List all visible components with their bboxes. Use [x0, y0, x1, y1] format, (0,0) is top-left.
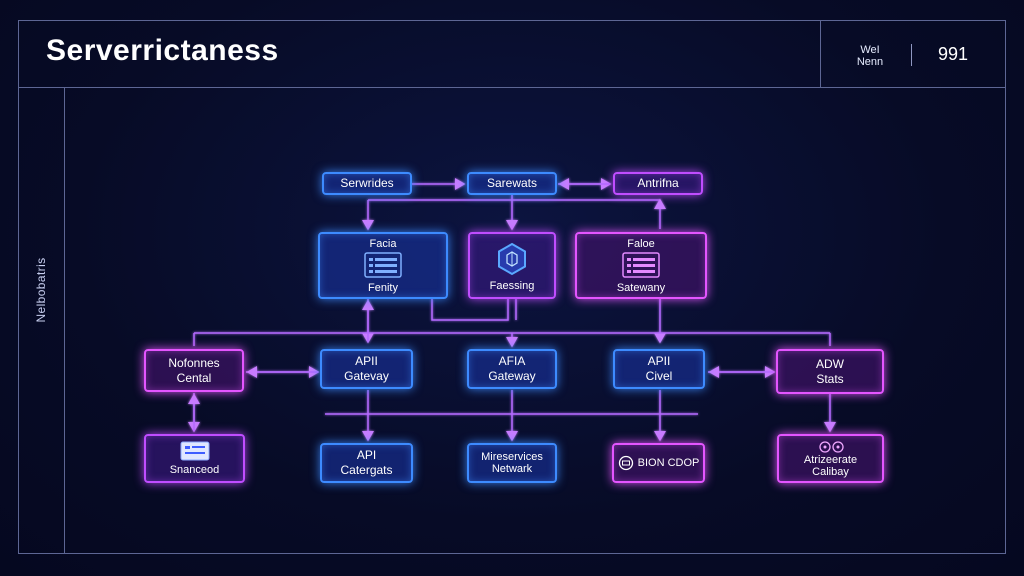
- header-divider-small: [911, 44, 912, 66]
- node-atrizeerate-line2: Calibay: [812, 465, 849, 478]
- node-facia-subtitle: Fenity: [368, 281, 398, 294]
- node-faessing-label: Faessing: [489, 279, 535, 292]
- node-afia-gateway-line2: Gateway: [488, 369, 536, 383]
- node-faloe-subtitle: Satewany: [616, 281, 666, 294]
- list-panel-icon: [622, 251, 660, 278]
- node-sarewats-label: Sarewats: [486, 176, 538, 190]
- node-afia-gateway[interactable]: AFIA Gateway: [467, 349, 557, 389]
- node-api-catergats-line1: API: [356, 448, 377, 462]
- node-api-catergats-line2: Catergats: [340, 463, 393, 477]
- node-adw-stats[interactable]: ADW Stats: [776, 349, 884, 394]
- hexagon-cube-icon: [498, 242, 526, 275]
- header-meta: WeI Nenn: [848, 44, 892, 68]
- node-nofonnes-line1: Nofonnes: [168, 355, 220, 370]
- node-apii-gatevay-line1: APII: [355, 354, 378, 368]
- node-adw-stats-line1: ADW: [816, 356, 844, 371]
- sidebar-divider: [64, 88, 65, 554]
- node-antrifna[interactable]: Antrifna: [613, 172, 703, 195]
- node-apii-civel-line2: Civel: [645, 369, 673, 383]
- node-bion-cdop-label: BION CDOP: [637, 457, 700, 469]
- node-mireservices-line1: Mireservices: [481, 451, 543, 463]
- document-icon: [180, 441, 209, 461]
- header-meta-line1: WeI: [860, 44, 880, 56]
- node-serwrides-label: Serwrides: [340, 176, 394, 190]
- node-bion-cdop[interactable]: BION CDOP: [612, 443, 705, 483]
- node-antrifna-label: Antrifna: [637, 176, 679, 190]
- node-api-catergats[interactable]: API Catergats: [320, 443, 413, 483]
- node-snanceod-label: Snanceod: [169, 464, 220, 476]
- node-faloe-title: Faloe: [627, 237, 655, 250]
- node-adw-stats-line2: Stats: [816, 371, 844, 386]
- node-faessing[interactable]: Faessing: [468, 232, 556, 299]
- search-badge-icon: [618, 455, 633, 471]
- node-apii-gatevay[interactable]: APII Gatevay: [320, 349, 413, 389]
- node-atrizeerate-line1: Atrizeerate: [803, 453, 858, 466]
- node-snanceod[interactable]: Snanceod: [144, 434, 245, 483]
- node-apii-gatevay-line2: Gatevay: [344, 369, 389, 383]
- node-faloe[interactable]: Faloe Satewany: [575, 232, 707, 299]
- node-apii-civel-line1: APII: [647, 354, 671, 368]
- outer-frame: [18, 20, 1006, 554]
- edge-facia-faessing-loop: [431, 299, 509, 321]
- header-bar: Serverrictaness WeI Nenn 991: [18, 20, 1006, 88]
- node-serwrides[interactable]: Serwrides: [322, 172, 412, 195]
- node-facia[interactable]: Facia Fenity: [318, 232, 448, 299]
- gear-pair-icon: [818, 440, 844, 453]
- node-apii-civel[interactable]: APII Civel: [613, 349, 705, 389]
- node-nofonnes-cental[interactable]: Nofonnes Cental: [144, 349, 244, 392]
- node-sarewats[interactable]: Sarewats: [467, 172, 557, 195]
- list-panel-icon: [364, 251, 402, 278]
- node-afia-gateway-line1: AFIA: [498, 354, 526, 368]
- node-nofonnes-line2: Cental: [176, 370, 212, 385]
- node-facia-title: Facia: [369, 237, 397, 250]
- header-meta-line2: Nenn: [856, 56, 884, 68]
- node-mireservices-netwark[interactable]: Mireservices Netwark: [467, 443, 557, 483]
- node-atrizeerate-calibay[interactable]: Atrizeerate Calibay: [777, 434, 884, 483]
- header-number: 991: [938, 44, 969, 64]
- header-divider: [820, 20, 821, 87]
- node-mireservices-line2: Netwark: [491, 463, 533, 475]
- page-title: Serverrictaness: [46, 34, 279, 67]
